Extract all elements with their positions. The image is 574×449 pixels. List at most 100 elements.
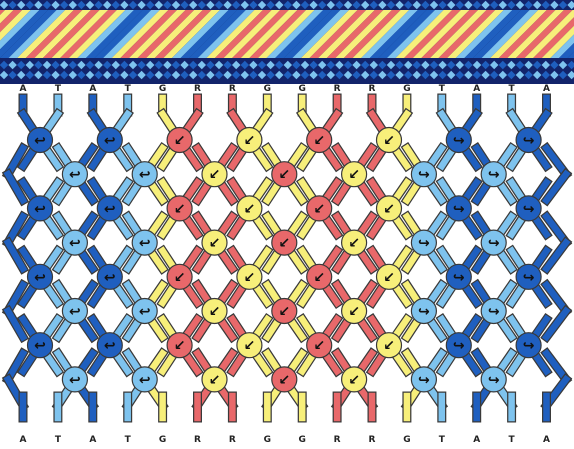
knot-backward-forward: ↪ xyxy=(410,161,437,188)
knot-backward-forward: ↪ xyxy=(515,263,542,290)
knot-arrow-icon: ↙ xyxy=(313,338,325,354)
strand-label-top: A xyxy=(473,84,480,94)
knot-arrow-icon: ↙ xyxy=(348,372,360,388)
strand-label-bottom: T xyxy=(439,435,446,445)
knot-backward: ↙ xyxy=(166,332,193,359)
strand-label-top: R xyxy=(334,84,341,94)
knot-arrow-icon: ↙ xyxy=(383,201,395,217)
knot-grid: ↩ ↩ ↙ ↙ ↙ ↙ ↪ ↪ ↩ ↩ ↙ ↙ ↙ ↪ ↪ ↩ ↩ ↙ ↙ ↙ ↙ ↪ ↪ ↩ ↩ ↙ ↙ ↙ ↪ ↪ ↩ ↩ ↙ ↙ ↙ ↙ ↪ ↪ ↩ ↩… xyxy=(26,126,542,393)
knot-arrow-icon: ↙ xyxy=(278,167,290,183)
strand-label-top: G xyxy=(299,84,306,94)
knot-backward: ↙ xyxy=(341,297,368,325)
strand-label-bottom: G xyxy=(264,435,271,445)
strand-label-bottom: A xyxy=(89,435,96,445)
strand-label-top: R xyxy=(369,84,376,94)
knot-backward-forward: ↪ xyxy=(480,366,507,393)
knot-backward: ↙ xyxy=(341,229,368,256)
knot-backward-forward: ↪ xyxy=(445,263,472,290)
knot-arrow-icon: ↩ xyxy=(139,304,151,320)
knot-forward-back: ↩ xyxy=(61,366,89,393)
knot-arrow-icon: ↙ xyxy=(244,338,256,354)
knot-arrow-icon: ↙ xyxy=(313,133,325,149)
strand-label-bottom: R xyxy=(229,435,236,445)
knot-arrow-icon: ↙ xyxy=(313,201,325,217)
strand-label-top: T xyxy=(509,84,516,94)
knot-backward: ↙ xyxy=(166,195,193,222)
knot-arrow-icon: ↩ xyxy=(69,372,81,388)
knot-arrow-icon: ↙ xyxy=(383,270,395,286)
knot-arrow-icon: ↪ xyxy=(418,167,430,183)
knot-backward-forward: ↪ xyxy=(480,161,507,188)
knot-forward-back: ↩ xyxy=(26,126,54,154)
knot-arrow-icon: ↙ xyxy=(278,304,290,320)
strand-label-top: R xyxy=(229,84,236,94)
knot-backward: ↙ xyxy=(306,332,333,359)
knot-arrow-icon: ↙ xyxy=(278,372,290,388)
knot-backward-forward: ↪ xyxy=(480,229,507,256)
strand-label-top: T xyxy=(55,84,62,94)
knot-arrow-icon: ↩ xyxy=(34,270,46,286)
strand-label-top: A xyxy=(20,84,27,94)
knot-backward: ↙ xyxy=(375,195,403,222)
knot-arrow-icon: ↪ xyxy=(523,201,535,217)
knot-backward: ↙ xyxy=(201,366,228,393)
knot-backward: ↙ xyxy=(236,263,263,290)
knot-arrow-icon: ↪ xyxy=(523,270,535,286)
strand-label-bottom: R xyxy=(194,435,201,445)
knot-arrow-icon: ↩ xyxy=(69,236,81,252)
knot-forward-back: ↩ xyxy=(131,161,158,188)
knot-backward-forward: ↪ xyxy=(410,229,437,256)
knot-arrow-icon: ↪ xyxy=(488,236,500,252)
knot-arrow-icon: ↪ xyxy=(453,270,465,286)
knot-arrow-icon: ↙ xyxy=(348,167,360,183)
knot-arrow-icon: ↩ xyxy=(104,338,116,354)
strand-label-bottom: R xyxy=(369,435,376,445)
knot-arrow-icon: ↙ xyxy=(244,201,256,217)
knot-backward: ↙ xyxy=(201,161,228,188)
knot-arrow-icon: ↪ xyxy=(523,133,535,149)
strand-label-bottom: R xyxy=(334,435,341,445)
bracelet-preview-band xyxy=(0,0,574,84)
knot-arrow-icon: ↩ xyxy=(139,372,151,388)
knot-arrow-icon: ↩ xyxy=(139,167,151,183)
knot-backward: ↙ xyxy=(271,229,298,256)
knot-backward: ↙ xyxy=(236,332,263,359)
knot-backward: ↙ xyxy=(306,195,333,222)
strand-label-top: G xyxy=(403,84,410,94)
knot-forward-back: ↩ xyxy=(26,263,54,290)
knot-arrow-icon: ↪ xyxy=(453,338,465,354)
knot-backward-forward: ↪ xyxy=(515,195,542,222)
knot-arrow-icon: ↪ xyxy=(523,338,535,354)
knot-forward-back: ↩ xyxy=(96,263,123,290)
knot-backward-forward: ↪ xyxy=(515,332,542,359)
knot-arrow-icon: ↙ xyxy=(348,236,360,252)
knot-forward-back: ↩ xyxy=(131,366,158,393)
knot-backward: ↙ xyxy=(341,366,368,393)
strand-label-top: G xyxy=(159,84,166,94)
knot-arrow-icon: ↙ xyxy=(209,304,221,320)
knot-arrow-icon: ↪ xyxy=(488,372,500,388)
strand-label-bottom: T xyxy=(509,435,516,445)
knot-forward-back: ↩ xyxy=(26,332,54,359)
knot-arrow-icon: ↙ xyxy=(209,236,221,252)
knot-arrow-icon: ↩ xyxy=(104,133,116,149)
knot-backward: ↙ xyxy=(271,161,298,188)
strand-label-top: T xyxy=(125,84,132,94)
knot-arrow-icon: ↩ xyxy=(34,133,46,149)
knot-arrow-icon: ↪ xyxy=(453,201,465,217)
strand-label-bottom: A xyxy=(473,435,480,445)
knot-arrow-icon: ↪ xyxy=(418,304,430,320)
knot-forward-back: ↩ xyxy=(96,126,123,154)
knot-arrow-icon: ↙ xyxy=(174,201,186,217)
knot-forward-back: ↩ xyxy=(131,229,158,256)
strand-label-top: G xyxy=(264,84,271,94)
knot-arrow-icon: ↙ xyxy=(383,338,395,354)
knot-backward: ↙ xyxy=(341,161,368,188)
knot-arrow-icon: ↪ xyxy=(488,167,500,183)
knot-backward-forward: ↪ xyxy=(445,195,472,222)
knot-arrow-icon: ↪ xyxy=(418,236,430,252)
knot-backward-forward: ↪ xyxy=(445,126,472,154)
knot-arrow-icon: ↙ xyxy=(313,270,325,286)
